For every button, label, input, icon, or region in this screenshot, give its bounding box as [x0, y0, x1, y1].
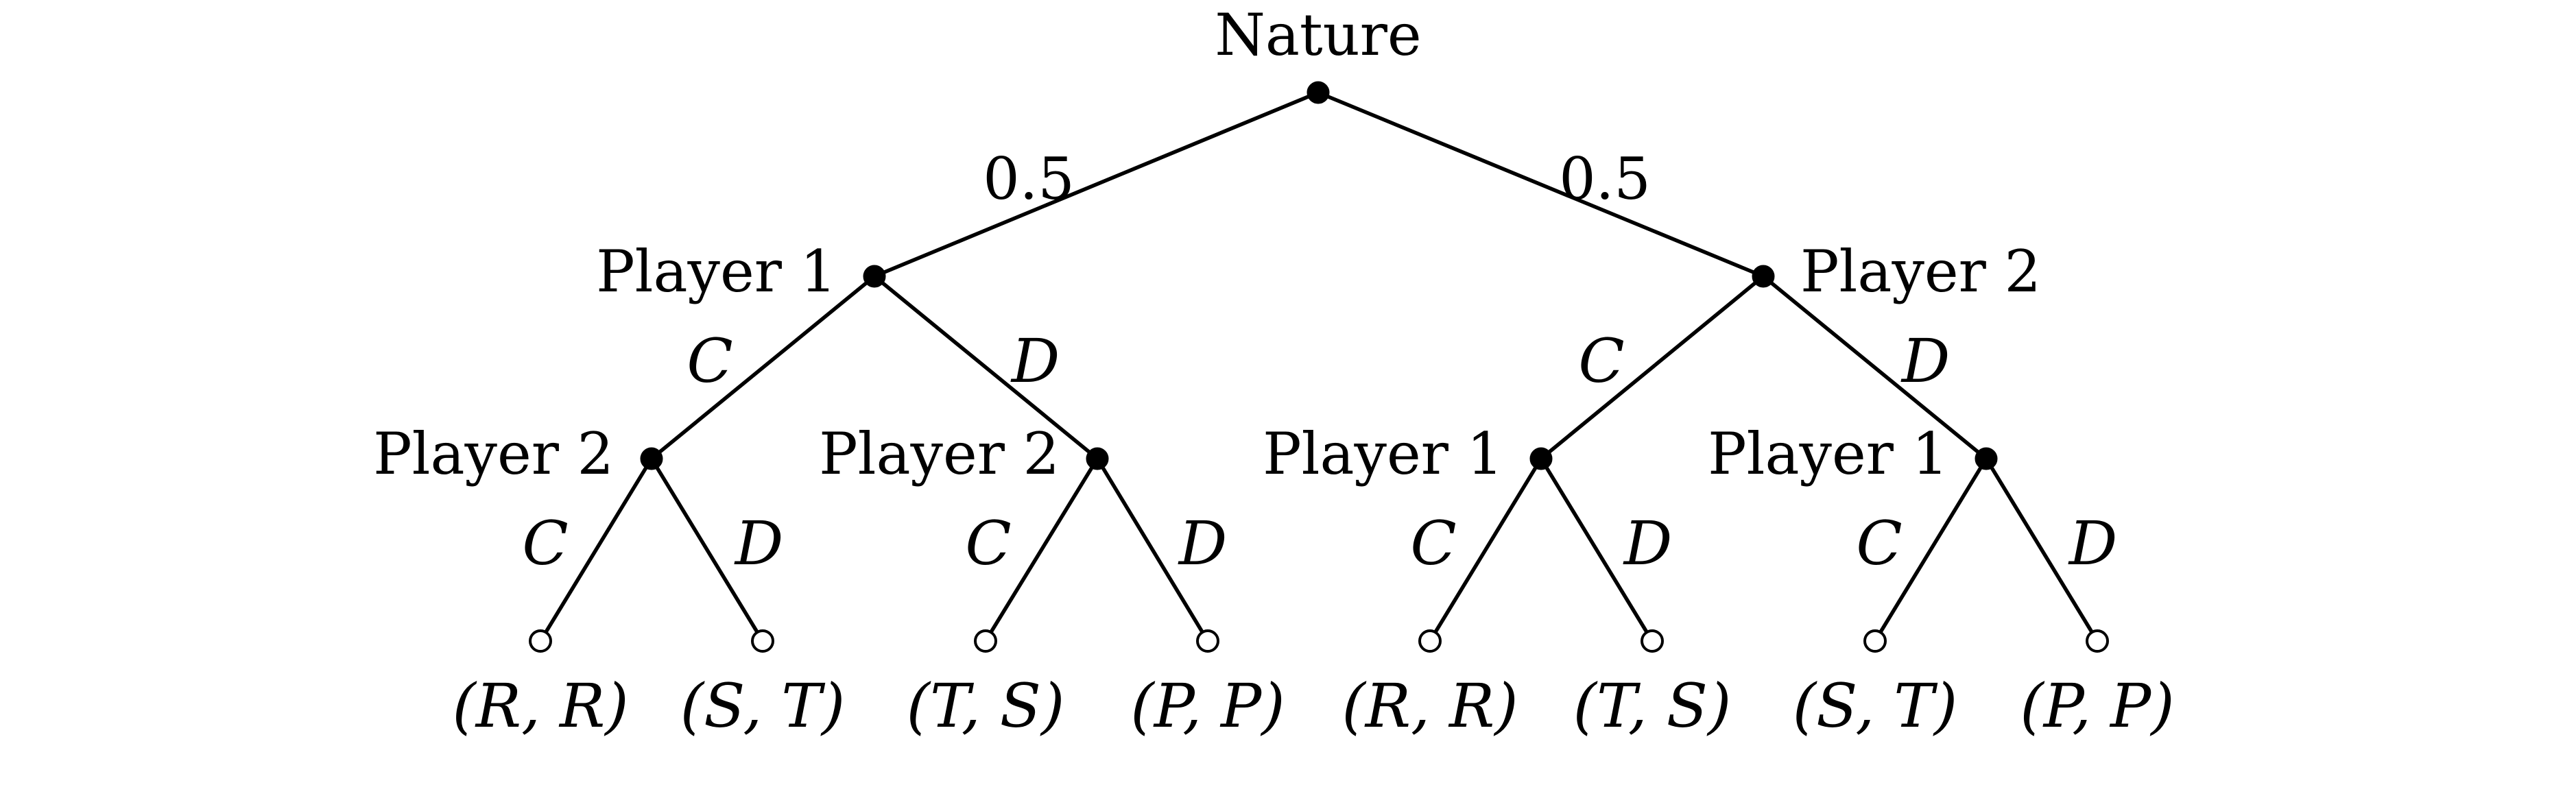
player2-node-top: [1752, 265, 1775, 288]
edge-nature-right: [1317, 90, 1765, 278]
player2-node-left-a: [640, 447, 663, 470]
payoff-label: (T, S): [1573, 671, 1732, 741]
decision-nodes: [640, 81, 1998, 470]
action-label: D: [1900, 326, 1951, 396]
payoff-label: (S, T): [1793, 671, 1957, 741]
player-label-top-right: Player 2: [1800, 238, 2041, 305]
terminal-node: [529, 629, 552, 653]
action-label: C: [1410, 508, 1456, 579]
player-label-second-1: Player 2: [373, 420, 614, 487]
action-label: D: [1178, 508, 1228, 579]
action-label: D: [1623, 508, 1673, 579]
terminal-node: [1196, 629, 1219, 653]
edge-l2b-d: [1095, 457, 1210, 642]
nature-label: Nature: [1215, 1, 1421, 69]
edge-l2b-c: [983, 457, 1099, 642]
edge-l2d-d: [1984, 457, 2099, 642]
player1-node-top: [863, 265, 886, 288]
terminal-node: [1418, 629, 1442, 653]
edge-l1b-c: [1540, 274, 1765, 461]
player-label-second-3: Player 1: [1263, 420, 1503, 487]
action-label: C: [1856, 508, 1902, 579]
probability-right: 0.5: [1559, 145, 1651, 213]
edge-nature-left: [873, 90, 1320, 278]
terminal-node: [974, 629, 997, 653]
action-labels: C D C D C D C D C D C D: [522, 326, 2117, 579]
payoff-label: (S, T): [680, 671, 845, 741]
payoff-labels: (R, R) (S, T) (T, S) (P, P) (R, R) (T, S…: [452, 671, 2174, 741]
terminal-node: [751, 629, 774, 653]
edge-l2c-d: [1539, 457, 1654, 642]
payoff-label: (P, P): [2020, 671, 2174, 741]
action-label: C: [965, 508, 1011, 579]
action-label: D: [1010, 326, 1060, 396]
edge-l1b-d: [1762, 274, 1988, 461]
action-label: C: [1578, 326, 1624, 396]
probability-labels: 0.5 0.5: [983, 145, 1651, 213]
terminal-node: [1641, 629, 1664, 653]
edge-l2c-c: [1428, 457, 1543, 642]
edge-l2d-c: [1873, 457, 1988, 642]
terminal-nodes: [529, 629, 2109, 653]
action-label: D: [2068, 508, 2118, 579]
terminal-node: [1863, 629, 1887, 653]
nature-node: [1307, 81, 1330, 104]
edge-l1a-d: [873, 274, 1099, 461]
edge-l2a-c: [538, 457, 654, 642]
player-label-top-left: Player 1: [596, 238, 837, 305]
payoff-label: (R, R): [1341, 671, 1518, 741]
player1-node-right-a: [1529, 447, 1553, 470]
player-label-second-4: Player 1: [1708, 420, 1948, 487]
player1-node-right-b: [1975, 447, 1998, 470]
payoff-label: (T, S): [907, 671, 1065, 741]
edge-l2a-d: [649, 457, 765, 642]
node-labels: Nature Player 1 Player 2 Player 2 Player…: [373, 1, 2041, 487]
tree-edges: [538, 90, 2099, 642]
edge-l1a-c: [650, 274, 876, 461]
terminal-node: [2086, 629, 2109, 653]
action-label: C: [522, 508, 568, 579]
payoff-label: (P, P): [1130, 671, 1285, 741]
payoff-label: (R, R): [452, 671, 628, 741]
player-label-second-2: Player 2: [819, 420, 1060, 487]
player2-node-left-b: [1086, 447, 1109, 470]
probability-left: 0.5: [983, 145, 1075, 213]
action-label: D: [734, 508, 784, 579]
action-label: C: [687, 326, 732, 396]
